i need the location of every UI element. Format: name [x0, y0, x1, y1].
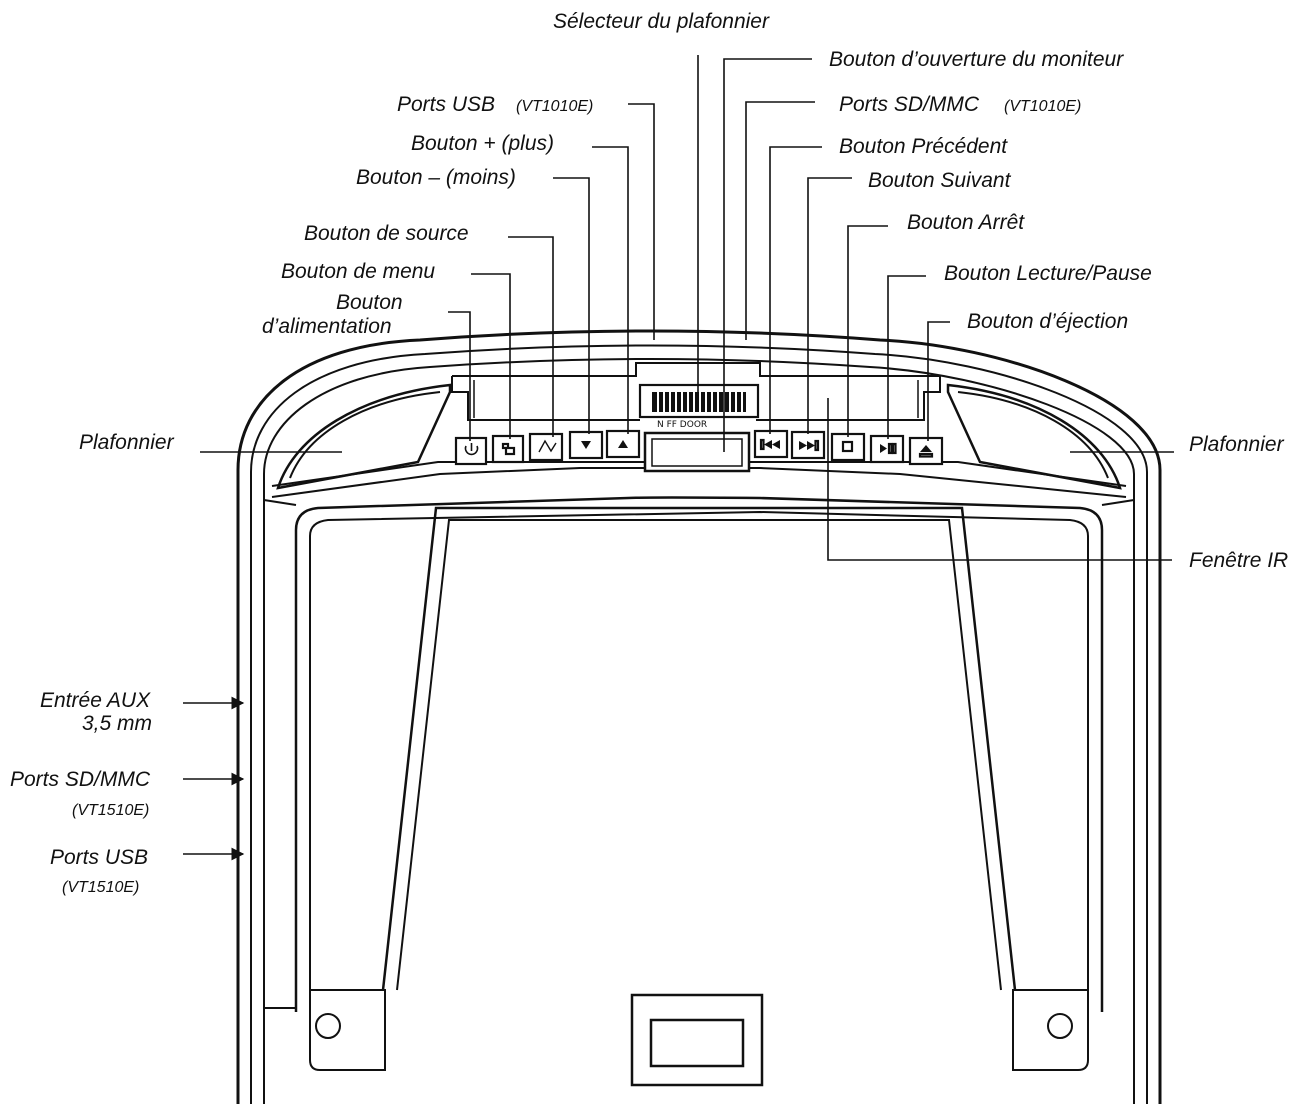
previous-button[interactable]: [753, 429, 789, 459]
callout-labels: Sélecteur du plafonnier Bouton d’ouvertu…: [10, 10, 1288, 896]
dome-light-right: [946, 383, 1122, 490]
label-previous-button: Bouton Précédent: [839, 135, 1008, 158]
source-icon: [538, 439, 557, 453]
source-button[interactable]: [528, 432, 564, 462]
next-icon: [799, 439, 820, 452]
previous-icon: [759, 438, 780, 451]
label-sd-top: Ports SD/MMC: [839, 93, 980, 116]
label-stop-button: Bouton Arrêt: [907, 211, 1025, 234]
label-ir-window: Fenêtre IR: [1189, 549, 1288, 572]
label-aux-input-line1: Entrée AUX: [40, 689, 151, 712]
label-power-button-line1: Bouton: [336, 291, 403, 314]
label-minus-button: Bouton – (moins): [356, 166, 516, 189]
label-dome-light-left: Plafonnier: [79, 431, 175, 454]
plus-up-icon: [618, 440, 628, 448]
label-aux-input-line2: 3,5 mm: [82, 712, 152, 735]
dome-light-left: [276, 383, 452, 490]
label-next-button: Bouton Suivant: [868, 169, 1012, 192]
eject-button[interactable]: [908, 436, 944, 466]
eject-icon: [918, 445, 934, 458]
label-dome-selector: Sélecteur du plafonnier: [553, 10, 770, 33]
menu-button[interactable]: [491, 434, 525, 464]
minus-down-icon: [581, 441, 591, 449]
minus-button[interactable]: [568, 430, 604, 460]
power-button[interactable]: [454, 436, 488, 466]
menu-icon: [501, 442, 516, 456]
play-pause-icon: [880, 442, 897, 455]
monitor-open-button[interactable]: [651, 438, 743, 467]
play-pause-button[interactable]: [869, 434, 905, 464]
next-button[interactable]: [790, 430, 826, 460]
label-open-monitor: Bouton d’ouverture du moniteur: [829, 48, 1124, 71]
label-dome-light-right: Plafonnier: [1189, 433, 1285, 456]
label-sd-side-model: (VT1510E): [72, 802, 149, 819]
stop-icon: [841, 440, 854, 453]
top-control-strip: [451, 362, 941, 421]
power-icon: [464, 443, 479, 456]
label-source-button: Bouton de source: [304, 222, 469, 245]
label-sd-top-model: (VT1010E): [1004, 98, 1081, 115]
label-power-button-line2: d’alimentation: [262, 315, 392, 338]
label-eject-button: Bouton d’éjection: [967, 310, 1128, 333]
plus-button[interactable]: [605, 429, 641, 459]
label-usb-side: Ports USB: [50, 846, 148, 869]
stop-button[interactable]: [830, 432, 866, 462]
dome-light-selector[interactable]: N FF DOOR: [638, 383, 760, 430]
label-sd-side: Ports SD/MMC: [10, 768, 151, 791]
selector-marks: N FF DOOR: [657, 420, 707, 430]
label-usb-top-model: (VT1010E): [516, 98, 593, 115]
leader-lines: [183, 55, 1174, 861]
screen-recess: [263, 496, 1135, 1087]
label-plus-button: Bouton + (plus): [411, 132, 554, 155]
label-menu-button: Bouton de menu: [281, 260, 435, 283]
label-play-pause-button: Bouton Lecture/Pause: [944, 262, 1152, 285]
label-usb-top: Ports USB: [397, 93, 495, 116]
label-usb-side-model: (VT1510E): [62, 879, 139, 896]
